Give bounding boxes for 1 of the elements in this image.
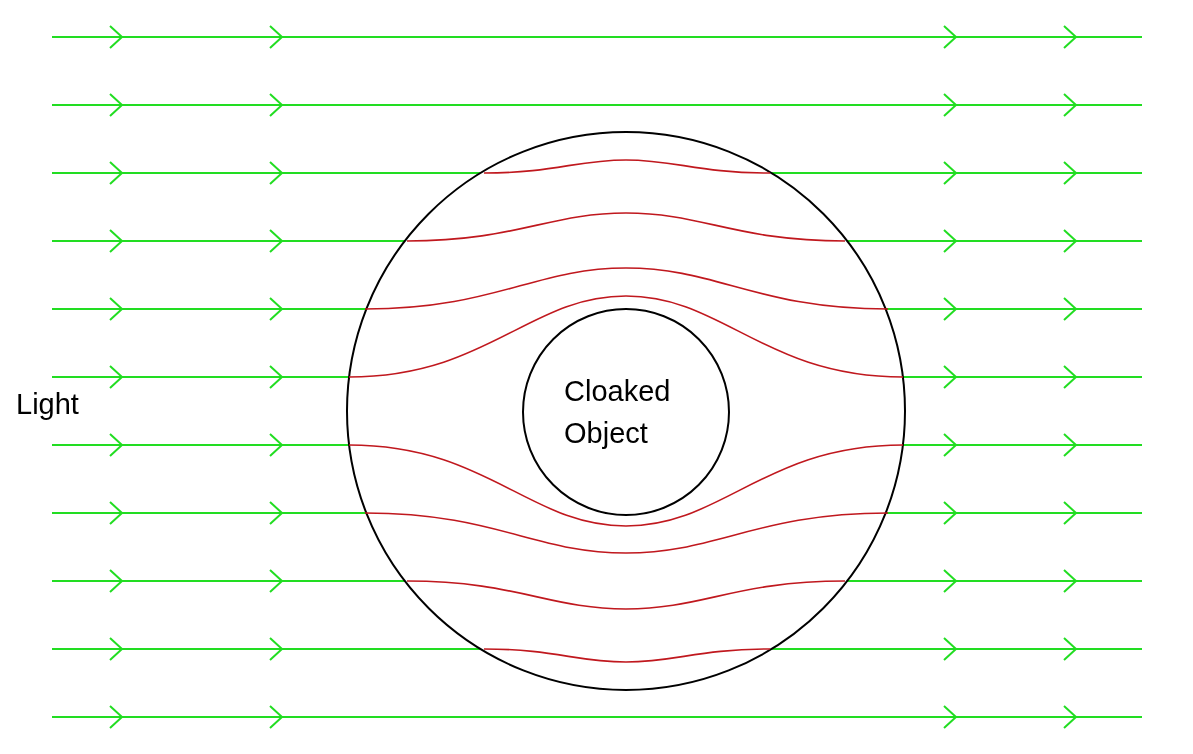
object-label: Cloaked Object <box>563 374 672 451</box>
